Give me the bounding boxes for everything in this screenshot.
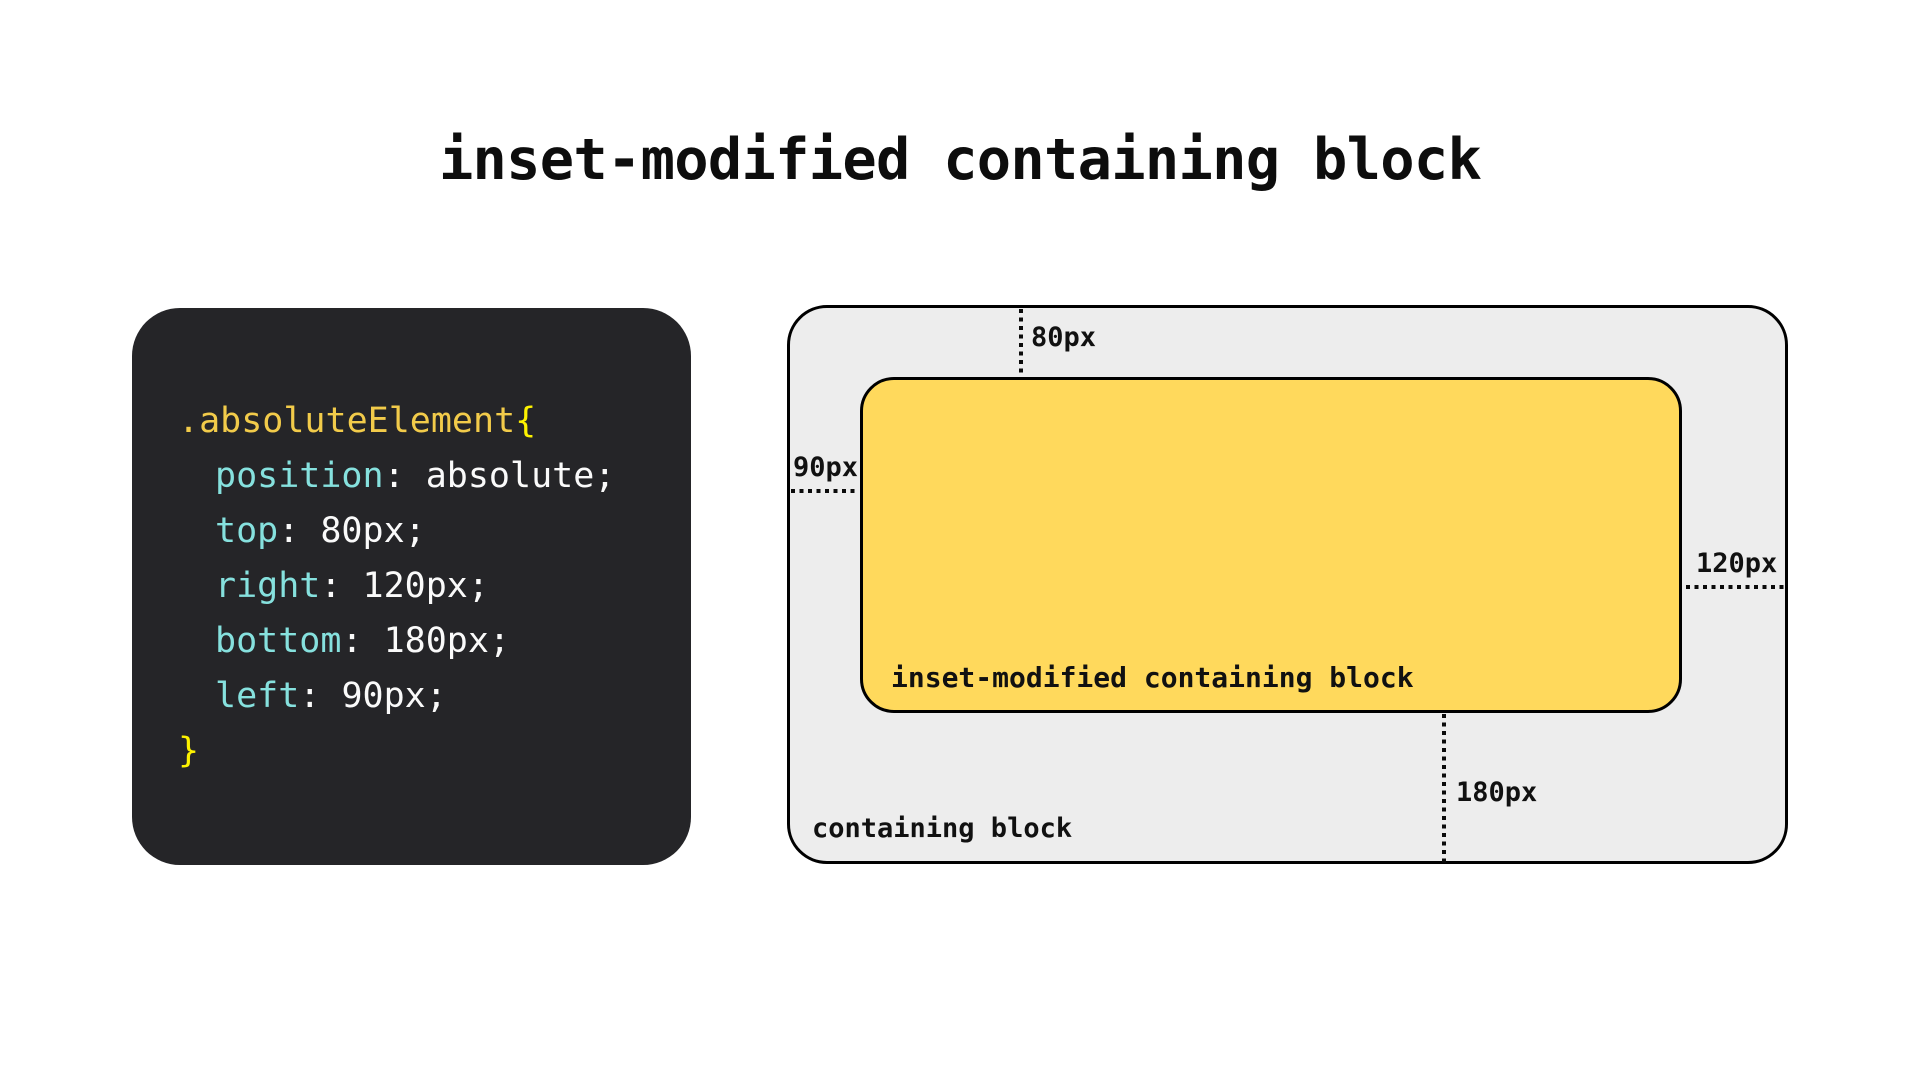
bottom-dimension-label: 180px — [1456, 777, 1538, 808]
open-brace-token: { — [515, 401, 537, 441]
inset-block-label: inset-modified containing block — [891, 661, 1414, 694]
close-brace-token: } — [178, 731, 200, 771]
code-line-close: } — [178, 724, 691, 779]
css-selector-token: .absoluteElement — [178, 401, 516, 441]
code-line-bottom: bottom: 180px; — [178, 614, 691, 669]
bottom-dimension-line — [1442, 714, 1446, 863]
top-dimension-label: 80px — [1031, 322, 1097, 353]
code-line-left: left: 90px; — [178, 669, 691, 724]
css-code-panel: .absoluteElement{ position: absolute; to… — [132, 308, 691, 865]
css-value-token: : 120px; — [320, 566, 489, 606]
containing-block-label: containing block — [812, 813, 1073, 844]
css-value-token: : absolute; — [383, 456, 616, 496]
top-dimension-line — [1019, 309, 1023, 376]
code-line-right: right: 120px; — [178, 559, 691, 614]
css-property-token: bottom — [215, 621, 342, 661]
css-property-token: left — [215, 676, 300, 716]
page-title: inset-modified containing block — [438, 127, 1482, 193]
css-property-token: right — [215, 566, 321, 606]
css-value-token: : 180px; — [341, 621, 511, 661]
inset-modified-containing-block: inset-modified containing block — [860, 377, 1682, 713]
css-value-token: : 80px; — [278, 511, 426, 551]
css-property-token: top — [215, 511, 279, 551]
right-dimension-label: 120px — [1696, 548, 1778, 579]
code-line-top: top: 80px; — [178, 504, 691, 559]
right-dimension-line — [1686, 585, 1787, 589]
code-line-position: position: absolute; — [178, 449, 691, 504]
code-line-selector: .absoluteElement{ — [178, 394, 691, 449]
left-dimension-line — [791, 489, 859, 493]
left-dimension-label: 90px — [793, 452, 859, 483]
css-value-token: : 90px; — [299, 676, 447, 716]
css-property-token: position — [215, 456, 384, 496]
